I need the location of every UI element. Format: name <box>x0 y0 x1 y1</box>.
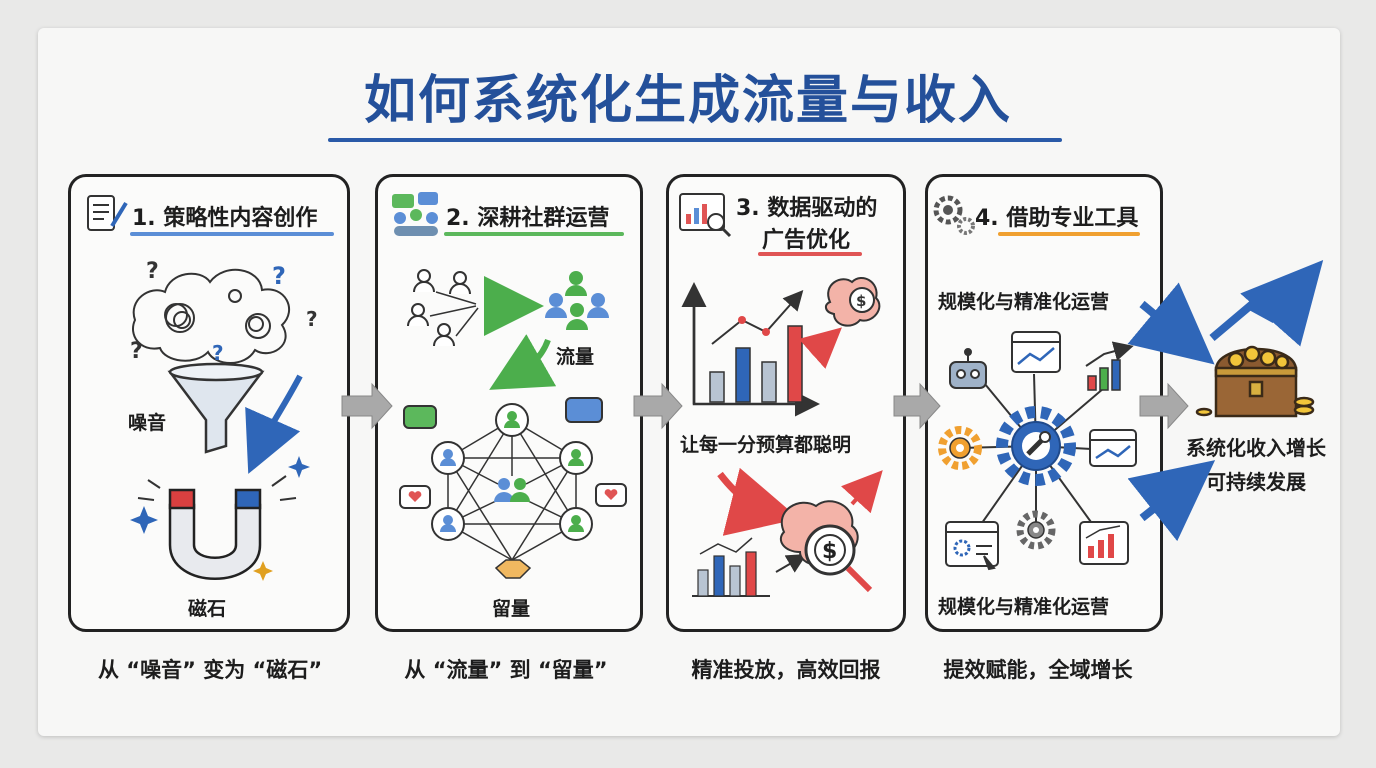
small-gear-icon <box>1016 510 1056 550</box>
chat-bubble-icon <box>403 397 603 429</box>
step-2-caption: 从 “流量” 到 “留量” <box>404 658 608 682</box>
red-curved-arrow <box>717 467 800 536</box>
step-4-caption: 提效赋能，全域增长 <box>943 658 1133 682</box>
label-scale-top: 规模化与精准化运营 <box>938 291 1110 313</box>
magnet-icon <box>168 488 262 580</box>
step-4-underline <box>998 232 1140 236</box>
orange-gear-icon <box>938 426 982 470</box>
community-group-icon <box>392 192 438 236</box>
brain-magnifier-icon: $ <box>779 500 873 593</box>
question-mark: ? <box>130 339 143 364</box>
connector-arrow-1 <box>341 382 393 430</box>
dark-arrow <box>775 553 807 573</box>
question-mark: ? <box>212 341 224 365</box>
step-1-caption: 从 “噪音” 变为 “磁石” <box>98 658 323 682</box>
result-line1: 系统化收入增长 <box>1186 436 1326 460</box>
robot-icon <box>949 348 987 389</box>
funnel-icon <box>167 362 265 454</box>
label-noise: 噪音 <box>128 412 167 434</box>
step-2-title: 2. 深耕社群运营 <box>446 206 610 231</box>
step-4-title: 4. 借助专业工具 <box>975 206 1139 231</box>
step-3-caption: 精准投放，高效回报 <box>691 658 881 682</box>
treasure-chest-icon <box>1195 345 1315 418</box>
growth-arrow <box>1209 260 1324 347</box>
analytics-magnifier-icon <box>679 193 732 238</box>
title-underline <box>328 138 1062 142</box>
crowd-icon <box>545 271 609 330</box>
noise-scribble-cloud <box>132 268 291 364</box>
step-3-underline <box>758 252 862 256</box>
heart-bubble-icon <box>399 483 627 509</box>
connector-arrow-4 <box>1139 382 1189 430</box>
label-traffic: 流量 <box>556 346 595 368</box>
step-1-title: 1. 策略性内容创作 <box>132 206 318 231</box>
slogan: 让每一分预算都聪明 <box>680 434 852 456</box>
svg-text:$: $ <box>856 292 866 310</box>
gears-icon <box>933 195 975 235</box>
svg-text:$: $ <box>822 539 837 564</box>
red-arrow <box>841 470 883 514</box>
dashboard-icon <box>1011 331 1061 373</box>
label-magnet: 磁石 <box>188 598 227 620</box>
blue-arrow <box>245 374 303 474</box>
community-network <box>431 403 593 579</box>
step-3-title-line1: 3. 数据驱动的 <box>736 196 878 221</box>
page-title: 如何系统化生成流量与收入 <box>363 71 1012 131</box>
blue-arrow <box>1127 460 1216 542</box>
question-mark: ? <box>146 259 159 284</box>
red-arrow <box>798 327 842 369</box>
question-mark: ? <box>306 307 318 331</box>
report-chart-icon <box>1079 521 1129 565</box>
settings-window-icon <box>945 521 999 571</box>
green-curved-arrow <box>489 334 557 390</box>
step-1-underline <box>130 232 334 236</box>
blue-arrow <box>1127 282 1215 365</box>
label-scale-bottom: 规模化与精准化运营 <box>938 596 1110 618</box>
step-3-title-line2: 广告优化 <box>762 228 851 253</box>
brain-dollar-icon: $ <box>824 277 881 327</box>
bar-growth-icon <box>1085 341 1134 391</box>
gather-lines <box>429 291 479 337</box>
document-pen-icon <box>87 195 128 231</box>
connector-arrow-3 <box>893 382 941 430</box>
result-line2: 可持续发展 <box>1206 470 1306 494</box>
growth-bar-chart <box>681 282 820 417</box>
sparkle-icon <box>130 456 310 581</box>
question-mark: ? <box>272 262 286 290</box>
label-retention: 留量 <box>492 598 531 620</box>
small-bar-chart <box>692 537 770 597</box>
step-2-underline <box>444 232 624 236</box>
motion-lines <box>137 475 297 501</box>
wrench-gear-icon <box>996 406 1076 486</box>
line-chart-window-icon <box>1089 429 1137 467</box>
connector-arrow-2 <box>633 382 683 430</box>
scattered-people <box>407 269 471 347</box>
